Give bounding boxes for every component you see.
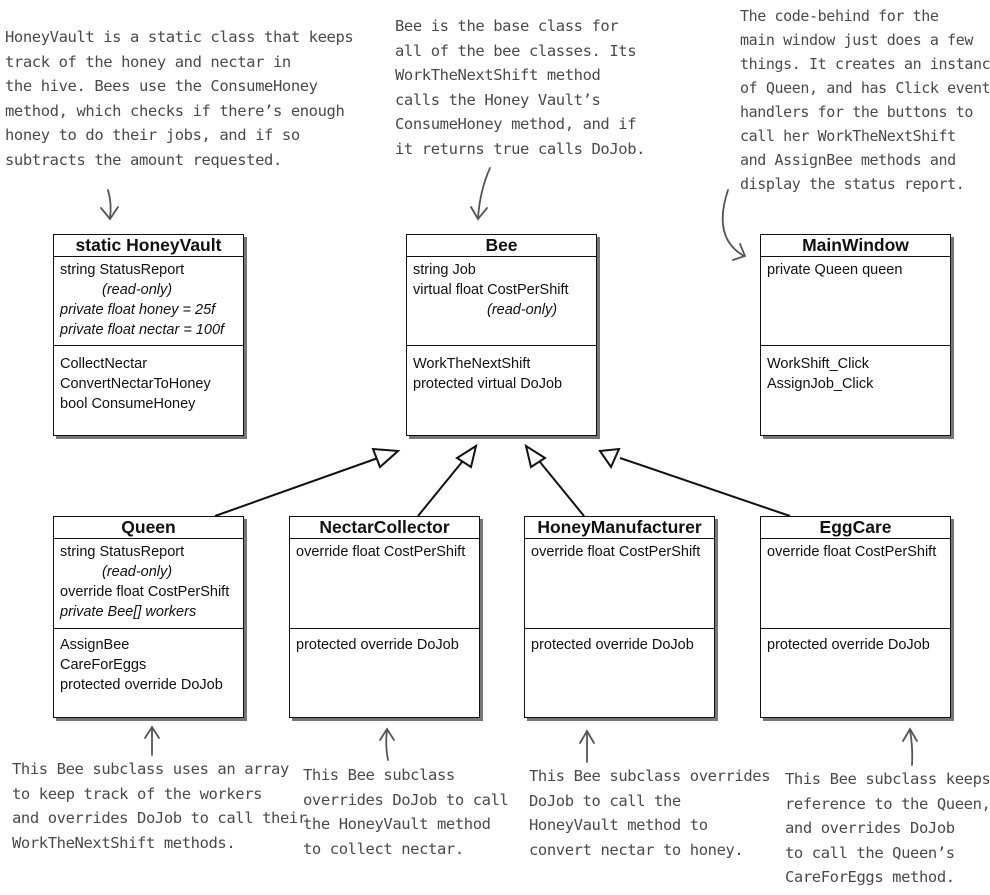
class-eggcare: EggCare override float CostPerShift prot…: [760, 516, 951, 718]
class-honeyvault: static HoneyVault string StatusReport (r…: [53, 234, 244, 436]
note-arrow-bee: [477, 167, 491, 219]
note-arrow-honeyvault: [107, 189, 112, 219]
inherit-arrowhead-eggcare: [598, 447, 621, 470]
inherit-line-honeymfr: [539, 461, 585, 517]
class-methods: protected override DoJob: [767, 637, 930, 653]
note-arrow-mainwindow: [721, 189, 745, 257]
class-methods: WorkShift_Click AssignJob_Click: [767, 356, 874, 392]
note-mainwindow: The code-behind for the main window just…: [740, 7, 990, 193]
class-methods: protected override DoJob: [296, 637, 459, 653]
class-title: MainWindow: [761, 235, 950, 257]
class-fields: string Job virtual float CostPerShift (r…: [407, 257, 596, 346]
class-fields: string StatusReport (read-only) private …: [54, 257, 243, 346]
inherit-line-eggcare: [619, 457, 791, 517]
inherit-arrowhead-honeymfr: [524, 443, 547, 469]
class-nectarcollector: NectarCollector override float CostPerSh…: [289, 516, 480, 718]
inherit-arrowhead-queen: [371, 447, 401, 469]
class-methods: AssignBee CareForEggs protected override…: [60, 637, 223, 693]
class-fields: override float CostPerShift: [290, 539, 479, 629]
inherit-line-nectar: [417, 461, 463, 517]
class-title: NectarCollector: [290, 517, 479, 539]
class-bee: Bee string Job virtual float CostPerShif…: [406, 234, 597, 436]
class-fields: override float CostPerShift: [525, 539, 714, 629]
note-eggcare: This Bee subclass keeps a reference to t…: [785, 770, 990, 886]
note-bee: Bee is the base class for all of the bee…: [395, 17, 646, 158]
class-fields: override float CostPerShift: [761, 539, 950, 629]
note-nectarcollector: This Bee subclass overrides DoJob to cal…: [303, 766, 509, 858]
class-methods: CollectNectar ConvertNectarToHoney bool …: [60, 356, 211, 412]
class-mainwindow: MainWindow private Queen queen WorkShift…: [760, 234, 951, 436]
note-honeyvault: HoneyVault is a static class that keeps …: [5, 28, 354, 169]
class-queen: Queen string StatusReport (read-only) ov…: [53, 516, 244, 718]
inherit-line-queen: [214, 457, 379, 517]
class-fields: private Queen queen: [761, 257, 950, 346]
inherit-arrowhead-nectar: [455, 443, 478, 469]
class-title: Bee: [407, 235, 596, 257]
note-honeymanufacturer: This Bee subclass overrides DoJob to cal…: [529, 767, 771, 859]
note-arrow-nectar: [385, 729, 389, 761]
note-queen: This Bee subclass uses an array to keep …: [12, 760, 307, 852]
class-title: static HoneyVault: [54, 235, 243, 257]
class-title: Queen: [54, 517, 243, 539]
class-methods: WorkTheNextShift protected virtual DoJob: [413, 356, 563, 392]
class-honeymanufacturer: HoneyManufacturer override float CostPer…: [524, 516, 715, 718]
note-arrow-eggcare: [909, 729, 914, 766]
class-title: HoneyManufacturer: [525, 517, 714, 539]
class-methods: protected override DoJob: [531, 637, 694, 653]
class-fields: string StatusReport (read-only) override…: [54, 539, 243, 629]
class-title: EggCare: [761, 517, 950, 539]
